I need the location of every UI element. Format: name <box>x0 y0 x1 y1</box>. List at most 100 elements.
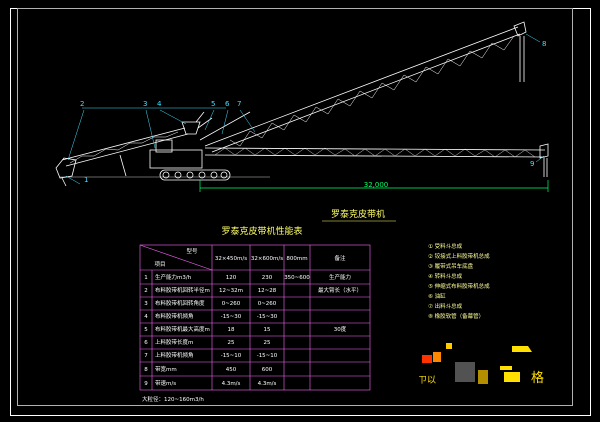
callout-1: 1 <box>84 176 88 184</box>
row-value-1: 450 <box>226 367 237 373</box>
transfer-hopper <box>181 121 201 135</box>
row-item: 布料胶带机倾角 <box>155 312 194 320</box>
crane-body <box>149 149 203 169</box>
row-value-3: 350~600 <box>284 275 310 281</box>
callout-numbers: 1 2 3 4 5 6 7 8 9 <box>80 40 546 184</box>
row-item: 布料胶带机回转角度 <box>155 299 205 307</box>
table-row: 8 带宽mm 450 600 <box>144 365 272 373</box>
row-value-1: 120 <box>226 275 237 281</box>
row-note: 最大臂长（水平） <box>318 286 362 294</box>
callout-5: 5 <box>211 100 215 108</box>
feed-conveyor-bottom <box>65 133 189 167</box>
feed-conveyor-support <box>119 154 127 177</box>
callout-3: 3 <box>143 100 147 108</box>
table-row: 2 布料胶带机回转半径m 12~32m 12~28 最大臂长（水平） <box>144 286 362 294</box>
corner-bottom-label: 项目 <box>154 261 165 268</box>
track-wheel <box>186 171 194 179</box>
leader-2 <box>67 109 85 161</box>
row-item: 布料胶带机最大高度m <box>155 325 210 333</box>
raised-boom-truss <box>229 35 515 147</box>
row-value-2: -15~10 <box>257 353 278 359</box>
table-title: 罗泰克皮带机性能表 <box>221 225 302 237</box>
level-boom-truss <box>214 147 536 158</box>
row-value-2: -15~30 <box>257 314 278 320</box>
leader-9 <box>535 155 545 163</box>
crawler-track <box>159 169 231 181</box>
stamp-gray-block <box>455 362 475 382</box>
drawing-frame-inner <box>17 8 573 406</box>
raised-boom-top <box>204 26 519 147</box>
row-value-2: 0~260 <box>258 301 277 307</box>
component-legend: ① 受料斗总成 ② 铰接式上料胶带机总成 ③ 履带式吊车底盘 ④ 转料斗总成 ⑤… <box>428 242 490 320</box>
row-value-2: 12~28 <box>258 288 277 294</box>
legend-item: ⑧ 橡胶软管（备幕管） <box>428 312 484 320</box>
table-row: 7 上料胶带机倾角 -15~10 -15~10 <box>144 351 278 359</box>
row-no: 7 <box>144 353 148 359</box>
legend-item: ⑥ 油缸 <box>428 292 446 300</box>
legend-item: ⑦ 出料斗总成 <box>428 302 463 310</box>
stamp-yellow-block <box>446 343 452 349</box>
row-item: 上料胶带长度m <box>155 338 193 346</box>
row-value-1: -15~30 <box>221 314 242 320</box>
raised-boom-bottom <box>211 33 521 153</box>
legend-item: ② 铰接式上料胶带机总成 <box>428 252 490 260</box>
leader-7 <box>239 109 256 133</box>
track-wheel <box>174 171 182 179</box>
row-no: 9 <box>144 381 148 387</box>
row-note: 30度 <box>334 325 347 333</box>
col-header-2: 32×600m/s <box>251 256 283 262</box>
leader-5 <box>204 109 215 131</box>
table-row: 5 布料胶带机最大高度m 18 15 30度 <box>144 325 346 333</box>
row-no: 5 <box>144 327 148 333</box>
row-no: 4 <box>144 314 148 320</box>
discharge-hopper-level <box>539 143 549 159</box>
crane-cab <box>155 139 173 153</box>
col-header-3: 800mm <box>286 256 307 262</box>
row-item: 带宽mm <box>155 365 177 373</box>
legend-item: ④ 转料斗总成 <box>428 272 463 280</box>
row-no: 1 <box>144 275 148 281</box>
track-wheel <box>198 171 206 179</box>
row-value-1: 12~32m <box>219 288 243 294</box>
row-note: 生产能力 <box>329 273 351 281</box>
row-value-1: -15~10 <box>221 353 242 359</box>
dimension-32000 <box>199 180 549 192</box>
callout-7: 7 <box>237 100 241 108</box>
callout-9: 9 <box>530 160 534 168</box>
table-footnote: 大粒径：120~160m3/h <box>142 395 204 403</box>
stamp-logo-shape <box>512 340 532 352</box>
row-value-1: 25 <box>228 340 235 346</box>
table-row: 3 布料胶带机回转角度 0~260 0~260 <box>144 299 277 307</box>
table-row: 9 带速m/s 4.3m/s 4.3m/s <box>144 380 276 387</box>
legend-item: ③ 履带式吊车底盘 <box>428 262 474 270</box>
leader-4 <box>159 109 187 125</box>
row-item: 生产能力m3/h <box>155 273 192 281</box>
feed-hopper-leg <box>61 177 67 187</box>
row-item: 带速m/s <box>155 380 176 387</box>
table-row: 1 生产能力m3/h 120 230 350~600 生产能力 <box>144 273 351 281</box>
row-no: 8 <box>144 367 148 373</box>
table-text: 型号 项目 32×450m/s 32×600m/s 800mm 备注 1 生产能… <box>144 247 362 387</box>
drawing-title: 罗泰克皮带机 <box>331 208 385 220</box>
level-boom-top <box>204 147 546 151</box>
track-wheel <box>210 171 218 179</box>
dimension-label: 32,000 <box>364 181 389 189</box>
callout-6: 6 <box>225 100 230 108</box>
callout-4: 4 <box>157 100 162 108</box>
row-value-2: 600 <box>262 367 273 373</box>
legend-item: ① 受料斗总成 <box>428 242 463 250</box>
row-value-2: 25 <box>264 340 271 346</box>
feed-conveyor-truss <box>69 131 179 164</box>
feed-conveyor-top <box>61 127 186 161</box>
col-header-4: 备注 <box>334 254 346 262</box>
leader-3 <box>145 109 156 149</box>
table-border <box>139 244 371 391</box>
legend-item: ⑤ 伸缩式布料胶带机总成 <box>428 282 490 290</box>
performance-table: 型号 项目 32×450m/s 32×600m/s 800mm 备注 1 生产能… <box>139 244 371 403</box>
callout-2: 2 <box>80 100 84 108</box>
leader-6 <box>221 109 229 135</box>
stamp-logo-shape <box>500 366 520 382</box>
discharge-hopper-raised <box>513 21 527 37</box>
row-value-2: 15 <box>264 327 271 333</box>
